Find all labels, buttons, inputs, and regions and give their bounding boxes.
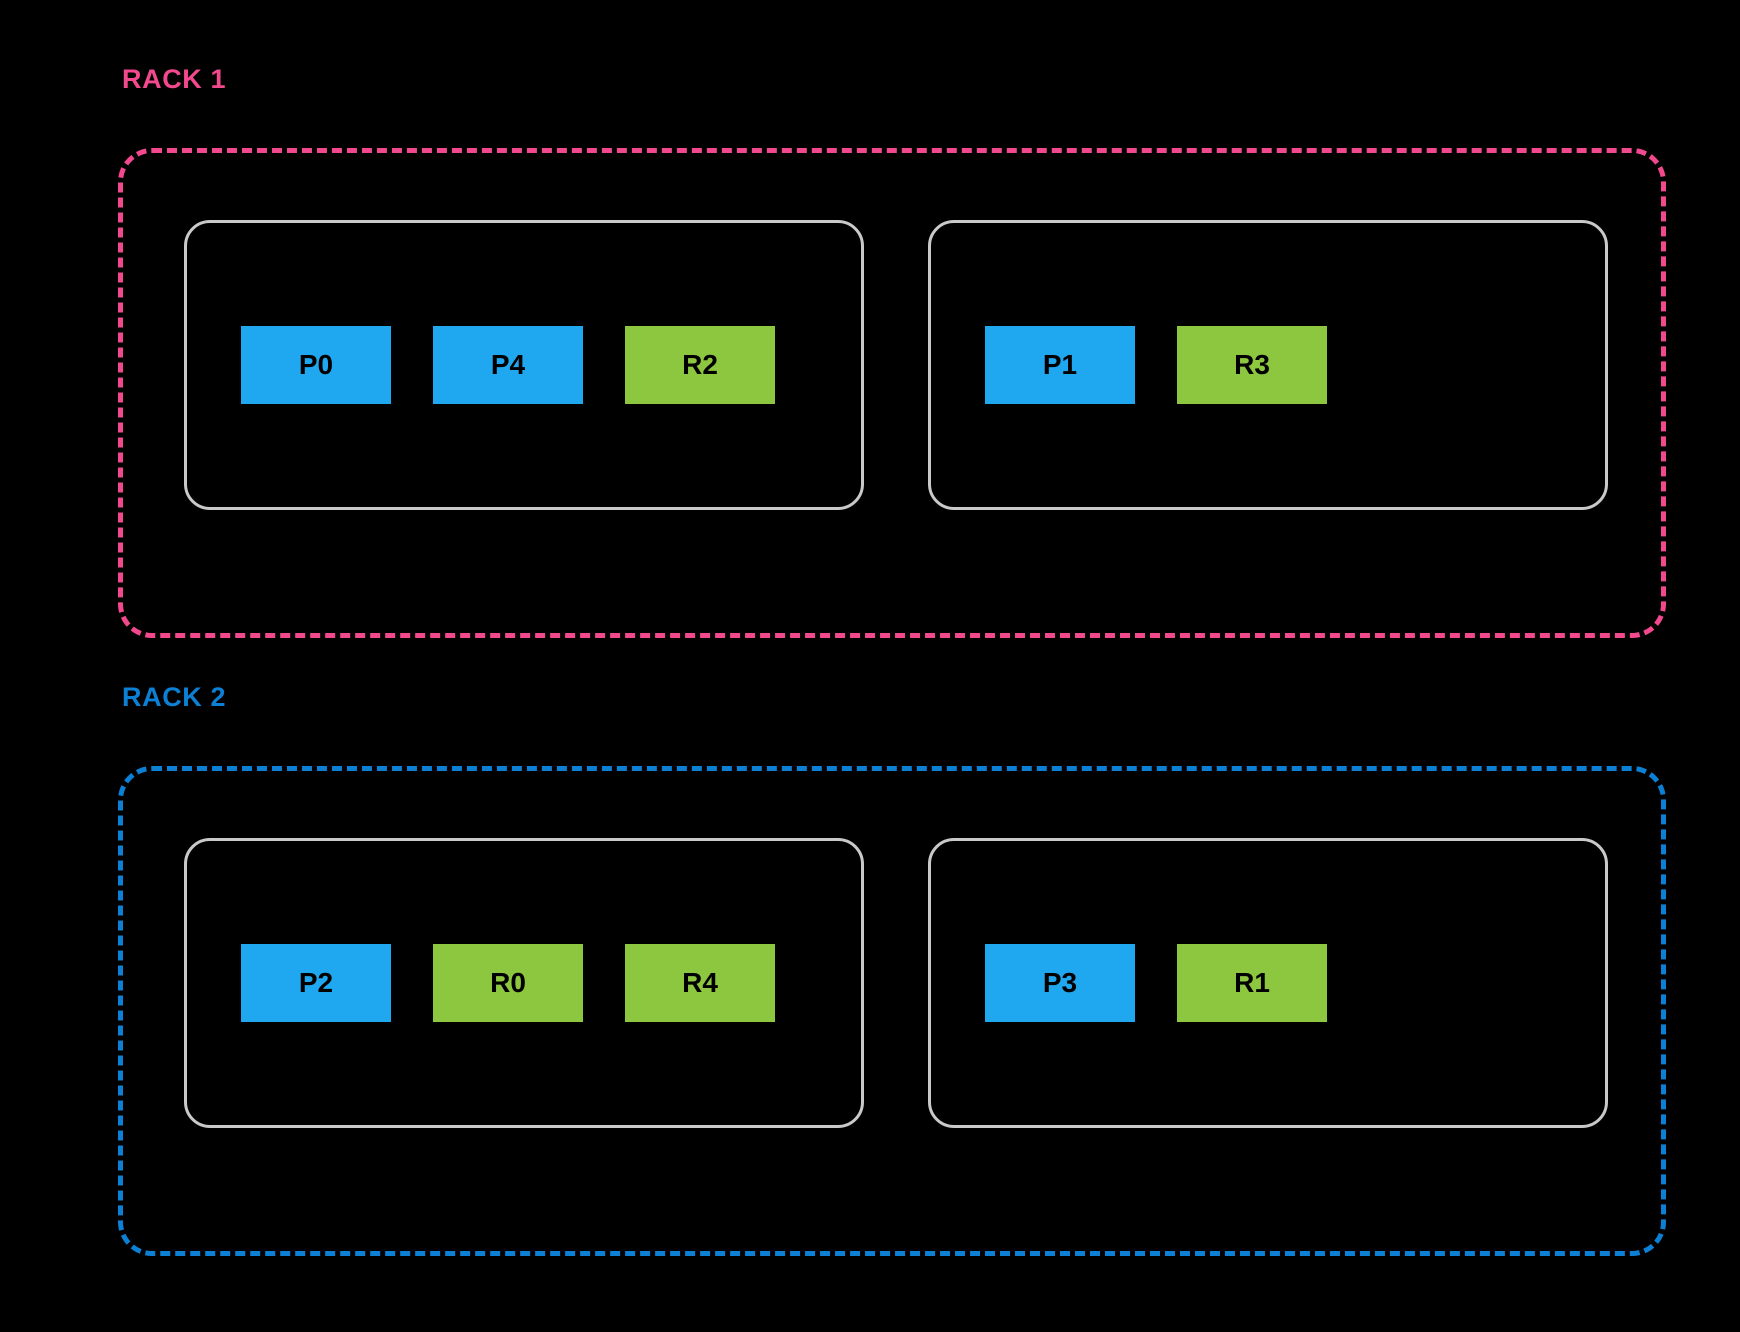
rack-1-node-1: P0 P4 R2 [184,220,864,510]
rack-2-node-2-blocks: P3 R1 [985,944,1327,1022]
block-p3[interactable]: P3 [985,944,1135,1022]
rack-1-label: RACK 1 [122,64,227,94]
block-p0[interactable]: P0 [241,326,391,404]
rack-2-label: RACK 2 [122,682,227,712]
rack-2-node-2: P3 R1 [928,838,1608,1128]
block-p1[interactable]: P1 [985,326,1135,404]
rack-1-node-2-blocks: P1 R3 [985,326,1327,404]
block-r3[interactable]: R3 [1177,326,1327,404]
block-p4[interactable]: P4 [433,326,583,404]
block-r4[interactable]: R4 [625,944,775,1022]
block-r0[interactable]: R0 [433,944,583,1022]
block-r1[interactable]: R1 [1177,944,1327,1022]
block-p2[interactable]: P2 [241,944,391,1022]
rack-2-boundary [118,766,1666,1256]
rack-2-node-1: P2 R0 R4 [184,838,864,1128]
rack-1-node-2: P1 R3 [928,220,1608,510]
rack-1-boundary [118,148,1666,638]
rack-group-1: RACK 1 P0 P4 R2 P1 R3 [0,0,1740,660]
rack-1-node-1-blocks: P0 P4 R2 [241,326,775,404]
rack-2-node-1-blocks: P2 R0 R4 [241,944,775,1022]
block-r2[interactable]: R2 [625,326,775,404]
